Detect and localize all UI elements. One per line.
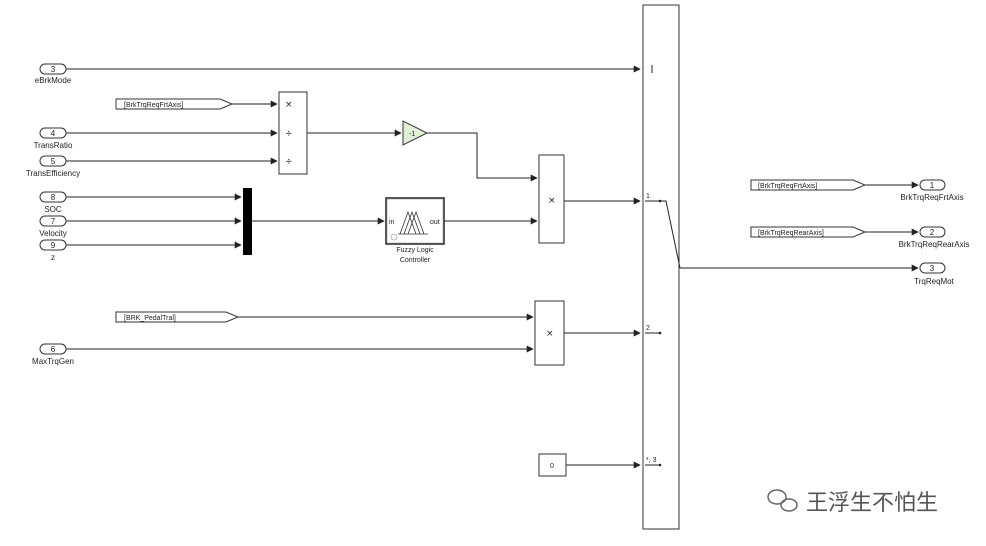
watermark: 王浮生不怕生 [767, 489, 938, 516]
inport-maxtrqgen-num: 6 [51, 345, 56, 354]
inport-z[interactable]: 9 z [39, 239, 67, 262]
membership-functions-icon [398, 210, 428, 235]
inport-z-num: 9 [51, 241, 56, 250]
inport-transefficiency-num: 5 [51, 157, 56, 166]
gain-value: -1 [409, 131, 415, 138]
divide-op-3: ÷ [285, 157, 293, 167]
product-block-1[interactable]: × [538, 154, 565, 244]
inport-velocity-num: 7 [51, 217, 56, 226]
line-gain-to-product [427, 132, 538, 182]
switch-port-2-label: 2 [646, 325, 650, 332]
outport-rear-label: BrkTrqReqRearAxis [899, 240, 970, 249]
divide-op-1: × [285, 100, 293, 110]
from-tag-brk-frt-in-label: [BrkTrqReqFrtAxis] [124, 102, 183, 109]
switch-internals [645, 200, 681, 466]
inport-soc-num: 8 [51, 193, 56, 202]
inport-transratio[interactable]: 4 TransRatio [34, 127, 73, 150]
outport-mot[interactable]: 3 TrqReqMot [914, 262, 955, 286]
inport-soc-label: SOC [44, 205, 62, 214]
from-tag-brk-pedal-label: [BRK_PedalTral] [124, 315, 176, 322]
fuzzy-logic-controller[interactable]: in out Fuzzy Logic Controller [385, 197, 445, 264]
link-icon [390, 233, 398, 241]
signal-lines [66, 65, 919, 469]
inport-velocity-label: Velocity [39, 229, 67, 238]
wechat-icon [767, 489, 798, 512]
inport-transratio-label: TransRatio [34, 141, 73, 150]
outport-frt-label: BrkTrqReqFrtAxis [900, 193, 963, 202]
mux-block[interactable] [243, 188, 252, 255]
inport-z-label: z [51, 253, 55, 262]
constant-block[interactable]: 0 [538, 453, 567, 477]
from-tag-brk-pedal[interactable]: [BRK_PedalTral] [115, 311, 240, 323]
constant-value: 0 [550, 463, 554, 470]
inport-transefficiency-label: TransEfficiency [26, 169, 80, 178]
divide-op-2: ÷ [285, 129, 293, 139]
from-tag-brk-rear-out[interactable]: [BrkTrqReqRearAxis] [750, 226, 867, 238]
inport-transefficiency[interactable]: 5 TransEfficiency [26, 155, 80, 178]
switch-port-dots [658, 199, 662, 467]
outport-frt[interactable]: 1 BrkTrqReqFrtAxis [900, 179, 964, 202]
outport-mot-num: 3 [930, 264, 935, 273]
fuzzy-out-port: out [430, 219, 440, 226]
inport-velocity[interactable]: 7 Velocity [39, 215, 67, 238]
product-2-op: × [546, 329, 554, 339]
inport-ebrkmode-num: 3 [51, 65, 56, 74]
from-tag-brk-frt-in[interactable]: [BrkTrqReqFrtAxis] [115, 98, 234, 110]
switch-port-1-label: 1 [646, 193, 650, 200]
inport-maxtrqgen-label: MaxTrqGen [32, 357, 74, 366]
from-tag-brk-frt-out[interactable]: [BrkTrqReqFrtAxis] [750, 179, 867, 191]
inport-ebrkmode-label: eBrkMode [35, 76, 72, 85]
watermark-text: 王浮生不怕生 [806, 491, 938, 516]
inport-transratio-num: 4 [51, 129, 56, 138]
inport-maxtrqgen[interactable]: 6 MaxTrqGen [32, 343, 74, 366]
product-1-op: × [548, 196, 556, 206]
multiport-switch[interactable]: 1 2 *, 3 [642, 4, 681, 530]
divide-block[interactable]: × ÷ ÷ [278, 91, 308, 175]
fuzzy-label-2: Controller [400, 257, 431, 264]
product-block-2[interactable]: × [534, 300, 565, 366]
switch-body[interactable] [642, 4, 680, 530]
inport-ebrkmode[interactable]: 3 eBrkMode [35, 63, 72, 85]
from-tag-brk-frt-out-label: [BrkTrqReqFrtAxis] [758, 183, 817, 190]
fuzzy-label-1: Fuzzy Logic [396, 247, 434, 254]
switch-port-3-label: *, 3 [646, 457, 657, 464]
from-tag-brk-rear-out-label: [BrkTrqReqRearAxis] [758, 230, 824, 237]
outport-mot-label: TrqReqMot [914, 277, 954, 286]
outport-frt-num: 1 [930, 181, 935, 190]
fuzzy-in-port: in [389, 219, 395, 226]
gain-block[interactable]: -1 [402, 120, 429, 146]
inport-soc[interactable]: 8 SOC [39, 191, 67, 214]
outport-rear[interactable]: 2 BrkTrqReqRearAxis [899, 226, 970, 249]
outport-rear-num: 2 [930, 228, 935, 237]
